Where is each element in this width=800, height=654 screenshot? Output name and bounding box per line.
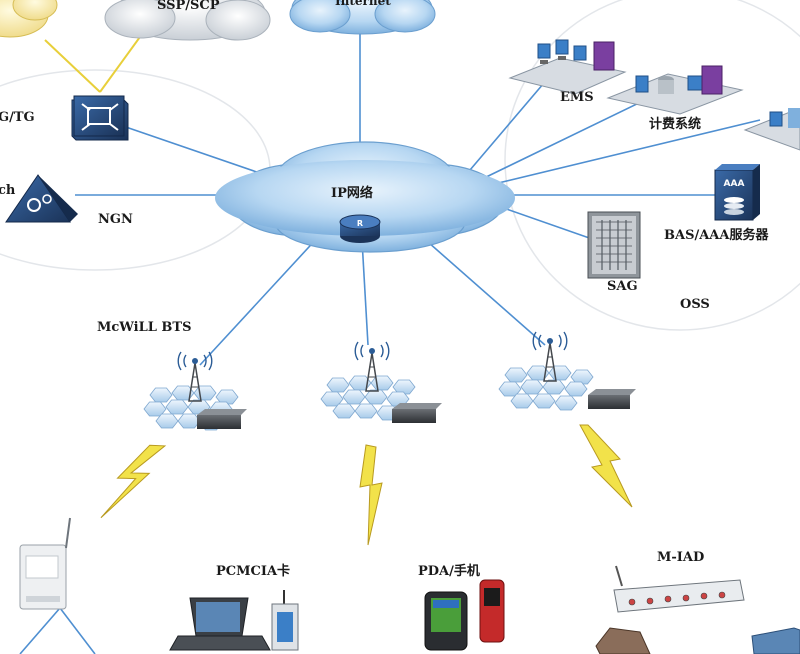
laptop-icon xyxy=(169,597,271,651)
sag-rack-icon xyxy=(587,211,641,279)
wireless-link-bolt-left xyxy=(100,444,167,519)
bas-aaa-label: BAS/AAA服务器 xyxy=(664,228,769,243)
softswitch-icon xyxy=(5,174,78,223)
internet-cloud xyxy=(289,0,436,35)
ngn-label: NGN xyxy=(98,212,133,227)
cpe-terminal-icon xyxy=(19,517,71,610)
router-badge-text: R xyxy=(357,219,363,228)
ip-network-label: IP网络 xyxy=(331,186,373,201)
desktop-monitor-icon xyxy=(751,627,800,654)
softswitch-label: ch xyxy=(0,183,16,198)
wireless-link-bolt-center xyxy=(359,444,383,546)
pda-phone-label: PDA/手机 xyxy=(418,564,480,579)
signaling-links xyxy=(44,29,146,93)
ems-label: EMS xyxy=(560,90,594,105)
pda-icon xyxy=(424,591,468,651)
m-iad-label: M-IAD xyxy=(657,550,705,565)
aaa-badge-text: AAA xyxy=(724,179,745,189)
bts-station-right xyxy=(498,331,636,411)
bas-aaa-server-icon: AAA xyxy=(714,164,760,221)
wireless-link-bolt-right xyxy=(579,424,633,508)
gateway-label: G/TG xyxy=(0,110,35,125)
sag-label: SAG xyxy=(607,279,638,294)
ssp-scp-cloud xyxy=(104,0,271,41)
yellow-cloud xyxy=(0,0,58,38)
telephone-icon xyxy=(595,627,651,654)
ems-workstations-icon xyxy=(508,39,627,95)
billing-system-icon xyxy=(606,65,744,115)
router-icon: R xyxy=(339,214,381,243)
billing-system-label: 计费系统 xyxy=(649,117,702,132)
ngn-domain-boundary xyxy=(0,69,271,271)
internet-label: Internet xyxy=(335,0,391,8)
partial-server-icon xyxy=(743,108,800,151)
oss-label: OSS xyxy=(680,297,710,312)
oss-domain-boundary xyxy=(504,0,800,331)
mcwill-bts-label: McWiLL BTS xyxy=(97,320,192,335)
ssp-scp-label: SSP/SCP xyxy=(157,0,220,13)
pcmcia-label: PCMCIA卡 xyxy=(216,564,291,579)
bts-station-left xyxy=(143,351,247,431)
pcmcia-card-icon xyxy=(271,590,299,651)
gateway-icon xyxy=(71,95,129,141)
bts-station-center xyxy=(320,341,442,423)
mobile-phone-icon xyxy=(479,579,505,643)
m-iad-device-icon xyxy=(613,565,745,613)
